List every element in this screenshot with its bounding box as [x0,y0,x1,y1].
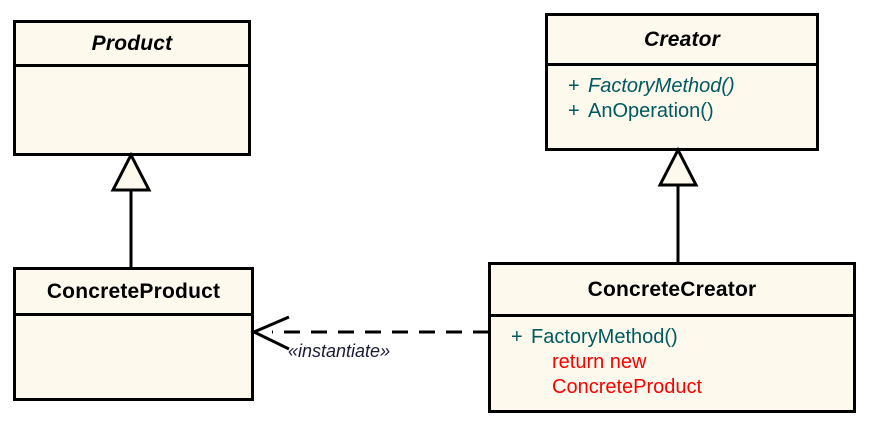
generalization-concretecreator-to-creator[interactable] [657,146,699,262]
member-name: FactoryMethod() [588,75,735,97]
uml-class-product-title: Product [91,31,173,55]
uml-class-product-divider [16,64,248,67]
uml-class-concretecreator-members: + FactoryMethod() return new ConcretePro… [491,317,853,410]
uml-class-concreteproduct-divider [16,313,251,316]
uml-note-line: return new [552,351,647,373]
uml-class-creator-members: + FactoryMethod() + AnOperation() [548,66,816,148]
generalization-hollow-triangle-icon [657,146,699,187]
generalization-hollow-triangle-icon [110,151,152,192]
uml-member-row: + FactoryMethod() [548,74,816,99]
visibility-marker: + [511,326,523,348]
visibility-marker: + [568,75,580,97]
generalization-concreteproduct-to-product[interactable] [110,151,152,267]
uml-class-concreteproduct-members [16,316,251,398]
open-arrowhead-icon [250,315,290,351]
uml-class-concreteproduct[interactable]: ConcreteProduct [13,267,254,401]
stereotype-label-instantiate: «instantiate» [288,341,391,361]
member-name: AnOperation() [588,100,714,122]
uml-class-creator-title: Creator [643,27,721,51]
uml-note-line: ConcreteProduct [552,376,703,398]
uml-class-concretecreator-title: ConcreteCreator [587,277,757,301]
uml-class-creator-divider [548,63,816,66]
member-name: FactoryMethod() [531,326,678,348]
uml-class-concreteproduct-title: ConcreteProduct [46,279,221,303]
uml-member-row: + FactoryMethod() [491,325,853,350]
uml-class-creator[interactable]: Creator + FactoryMethod() + AnOperation(… [545,13,819,151]
visibility-marker: + [568,100,580,122]
uml-class-concretecreator-divider [491,314,853,317]
uml-class-concretecreator[interactable]: ConcreteCreator + FactoryMethod() return… [488,262,856,413]
uml-class-product[interactable]: Product [13,20,251,156]
uml-member-row: + AnOperation() [548,99,816,124]
uml-class-product-members [16,67,248,153]
